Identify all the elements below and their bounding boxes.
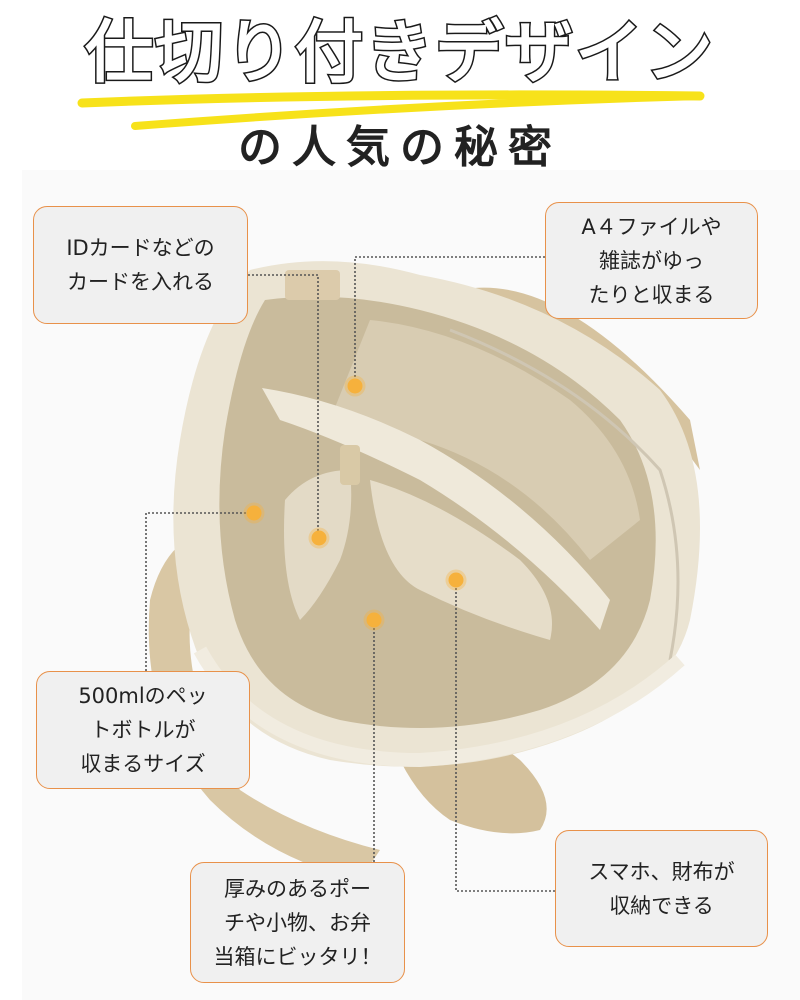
callout-line: 雑誌がゆっ bbox=[599, 248, 704, 273]
title-highlight-stroke bbox=[77, 90, 705, 130]
callout-line: スマホ、財布が bbox=[588, 859, 735, 884]
callout-line: 当箱にビッタリ！ bbox=[213, 944, 382, 969]
callout-pouch: 厚みのあるポー チや小物、お弁 当箱にビッタリ！ bbox=[190, 862, 405, 983]
callout-line: 500mlのペッ bbox=[78, 684, 208, 708]
callout-line: たりと収まる bbox=[588, 282, 715, 307]
callout-line: カードを入れる bbox=[67, 270, 214, 294]
callout-line: IDカードなどの bbox=[66, 236, 215, 260]
marker-dot-smartphone bbox=[448, 572, 464, 588]
callout-smartphone: スマホ、財布が 収納できる bbox=[555, 830, 768, 947]
marker-dot-card bbox=[311, 530, 327, 546]
callout-line: 収納できる bbox=[609, 893, 714, 918]
page-subtitle: の人気の秘密 bbox=[238, 122, 562, 173]
callout-line: A４ファイルや bbox=[581, 214, 722, 239]
callout-a4-file: A４ファイルや 雑誌がゆっ たりと収まる bbox=[545, 202, 758, 319]
callout-line: トボトルが bbox=[90, 718, 196, 742]
marker-dot-bottle bbox=[246, 505, 262, 521]
callout-line: 厚みのあるポー bbox=[224, 876, 371, 901]
page-title: 仕切り付きデザイン bbox=[83, 13, 715, 95]
callout-line: 収まるサイズ bbox=[80, 752, 206, 776]
marker-dot-pouch bbox=[366, 612, 382, 628]
marker-dot-a4 bbox=[347, 378, 363, 394]
callout-id-card: IDカードなどの カードを入れる bbox=[33, 206, 248, 324]
callout-pet-bottle: 500mlのペッ トボトルが 収まるサイズ bbox=[36, 671, 250, 789]
callout-line: チや小物、お弁 bbox=[224, 910, 371, 935]
